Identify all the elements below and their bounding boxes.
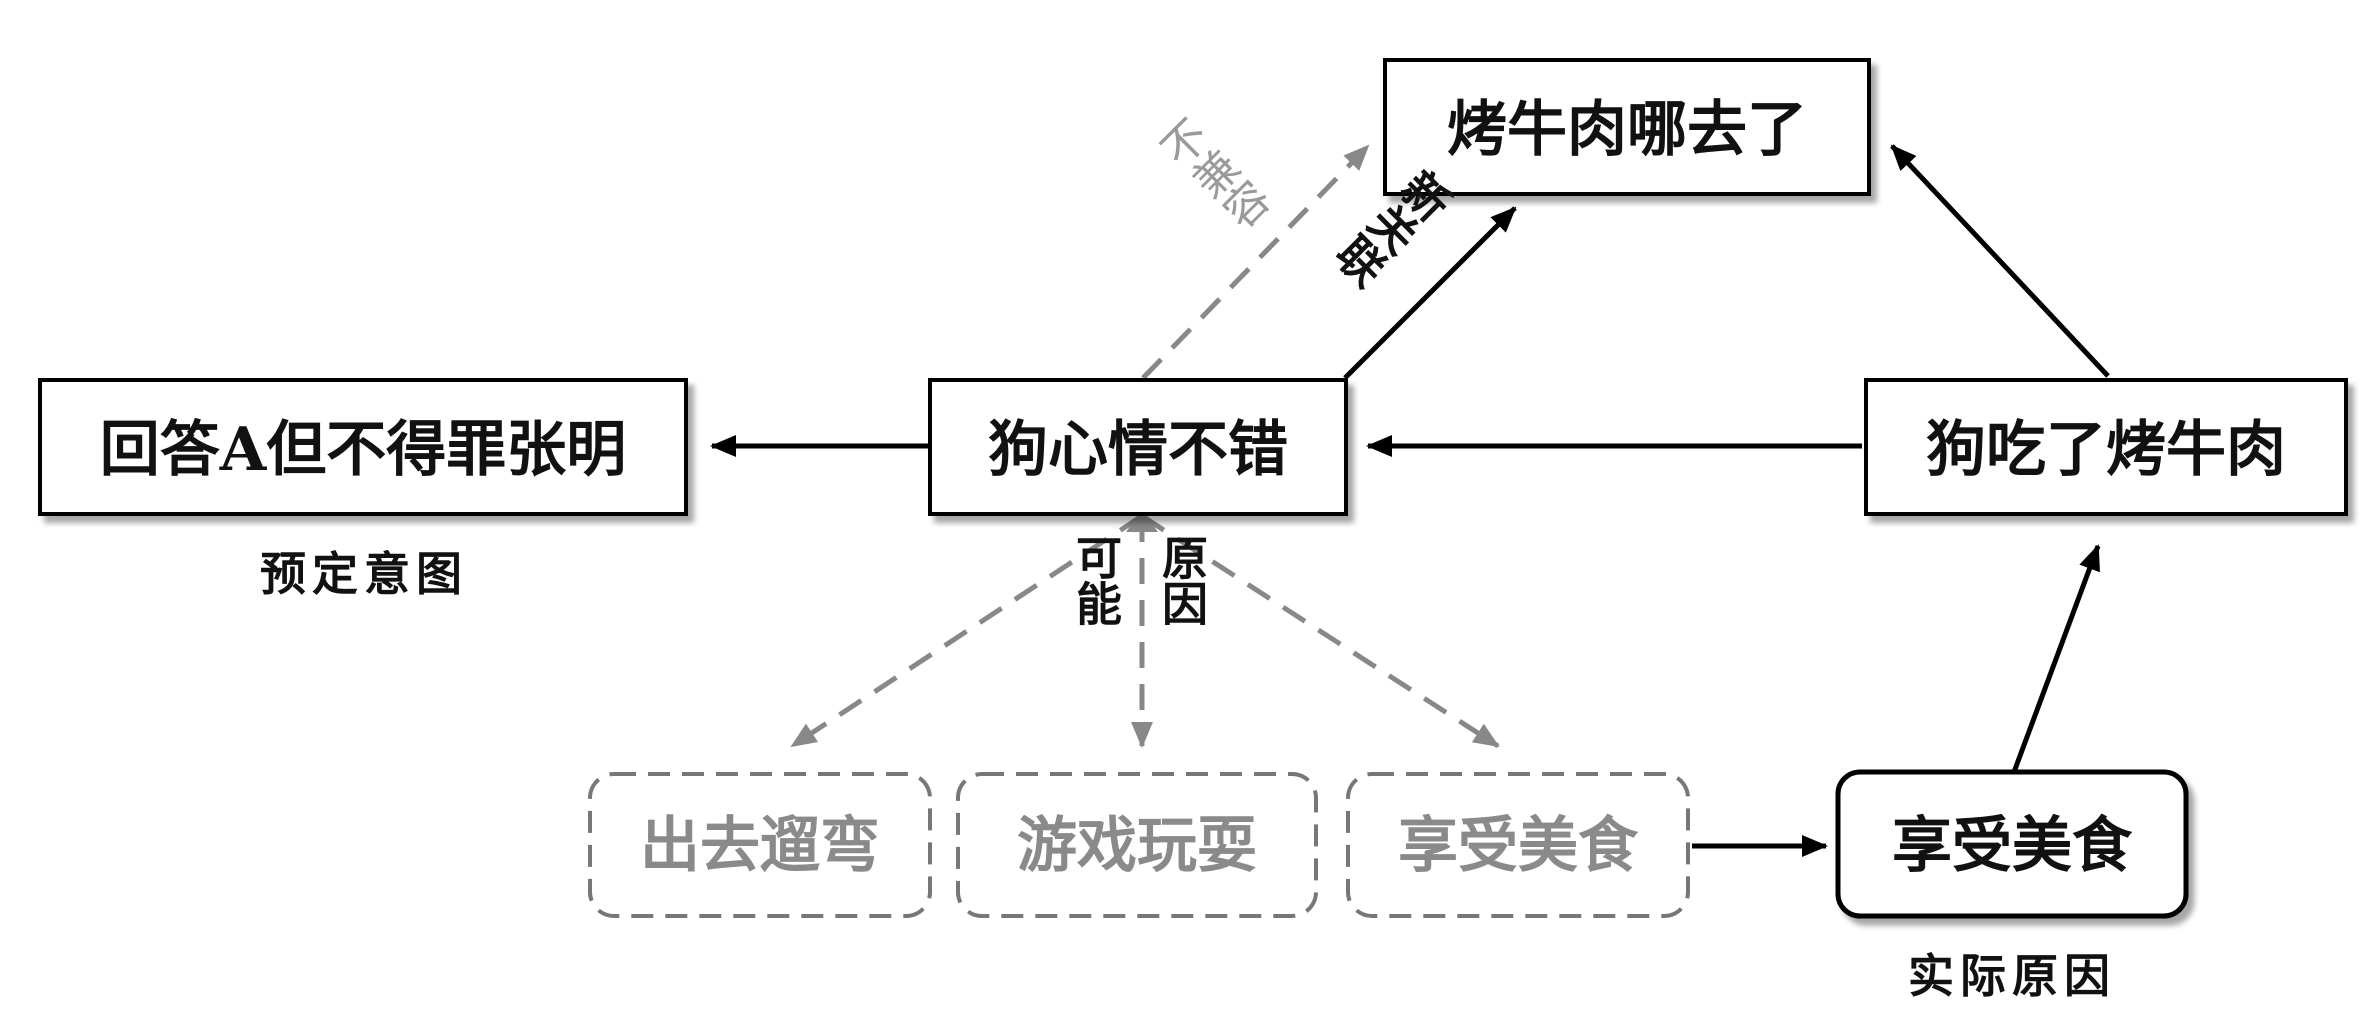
node-answer-a-label: 回答A但不得罪张明 [100, 415, 627, 485]
caption-actual-cause: 实际原因 [1908, 949, 2116, 1003]
node-play-games-label: 游戏玩耍 [1017, 811, 1257, 881]
node-go-out-walk-label: 出去遛弯 [640, 811, 880, 881]
edge-label-incompatible: 不兼容 [1147, 111, 1276, 240]
edge-mood-to-food [1140, 513, 1500, 749]
node-dog-ate-beef-label: 狗吃了烤牛肉 [1926, 415, 2286, 485]
node-enjoy-food-actual-label: 享受美食 [1892, 811, 2133, 881]
convergence-arrowhead [1126, 510, 1158, 532]
node-dog-ate-beef: 狗吃了烤牛肉 [1864, 378, 2348, 516]
edge-label-possible: 可能 [1069, 534, 1123, 626]
node-roast-beef-where: 烤牛肉哪去了 [1383, 58, 1871, 196]
node-enjoy-food-candidate-label: 享受美食 [1398, 811, 1639, 881]
edge-mood-to-where-incompatible [1141, 144, 1370, 380]
node-roast-beef-where-label: 烤牛肉哪去了 [1447, 95, 1807, 165]
node-enjoy-food-candidate: 享受美食 [1346, 772, 1690, 918]
edge-actual-to-ate [2011, 544, 2101, 773]
node-enjoy-food-actual: 享受美食 [1835, 769, 2189, 919]
node-go-out-walk: 出去遛弯 [588, 772, 932, 918]
edge-mood-to-walk [790, 513, 1144, 749]
node-answer-a: 回答A但不得罪张明 [38, 378, 688, 516]
edge-label-incompatible-group: 不兼容 [1147, 111, 1276, 240]
caption-intended-intent: 预定意图 [260, 547, 468, 601]
edge-ate-to-where [1890, 144, 2110, 378]
edge-label-cause: 原因 [1155, 534, 1209, 626]
node-dog-good-mood: 狗心情不错 [928, 378, 1348, 516]
edge-mood-to-where-new [1343, 206, 1517, 380]
node-dog-good-mood-label: 狗心情不错 [988, 415, 1288, 485]
node-play-games: 游戏玩耍 [956, 772, 1318, 918]
